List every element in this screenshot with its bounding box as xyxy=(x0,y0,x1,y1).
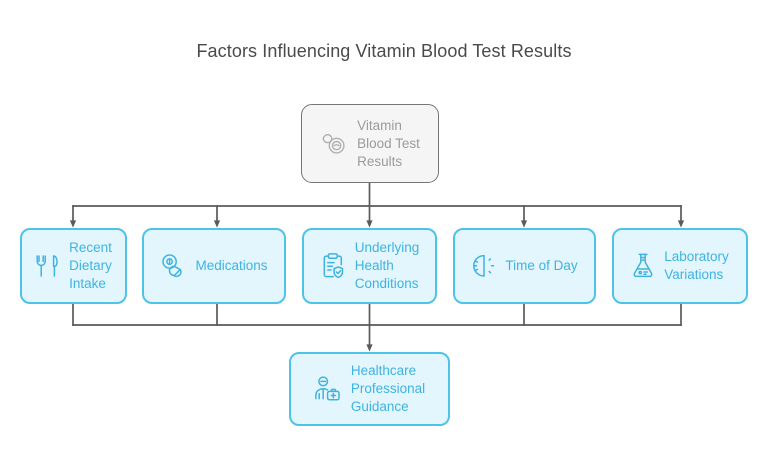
node-vitamin-blood-test-results[interactable]: Vitamin Blood Test Results xyxy=(301,104,439,183)
half-sun-clock-icon xyxy=(471,253,496,279)
fork-knife-icon xyxy=(35,253,60,279)
node-label: Medications xyxy=(195,258,268,273)
doctor-icon xyxy=(314,375,342,403)
node-healthcare-professional-guidance[interactable]: Healthcare Professional Guidance xyxy=(289,352,450,426)
node-laboratory-variations[interactable]: Laboratory Variations xyxy=(612,228,748,304)
page-title: Factors Influencing Vitamin Blood Test R… xyxy=(196,41,572,61)
node-label: Healthcare Professional Guidance xyxy=(350,363,426,414)
pill-capsule-icon xyxy=(320,130,348,158)
pills-icon xyxy=(160,253,186,279)
node-underlying-health-conditions[interactable]: Underlying Health Conditions xyxy=(302,228,437,304)
node-label: Recent Dietary Intake xyxy=(69,240,112,291)
node-medications[interactable]: Medications xyxy=(142,228,286,304)
node-label: Laboratory Variations xyxy=(664,249,729,282)
flask-icon xyxy=(631,252,655,280)
node-label: Underlying Health Conditions xyxy=(354,240,420,291)
node-time-of-day[interactable]: Time of Day xyxy=(453,228,596,304)
node-recent-dietary-intake[interactable]: Recent Dietary Intake xyxy=(20,228,127,304)
clipboard-check-icon xyxy=(320,252,346,280)
node-label: Vitamin Blood Test Results xyxy=(357,117,420,169)
node-label: Time of Day xyxy=(505,258,578,273)
